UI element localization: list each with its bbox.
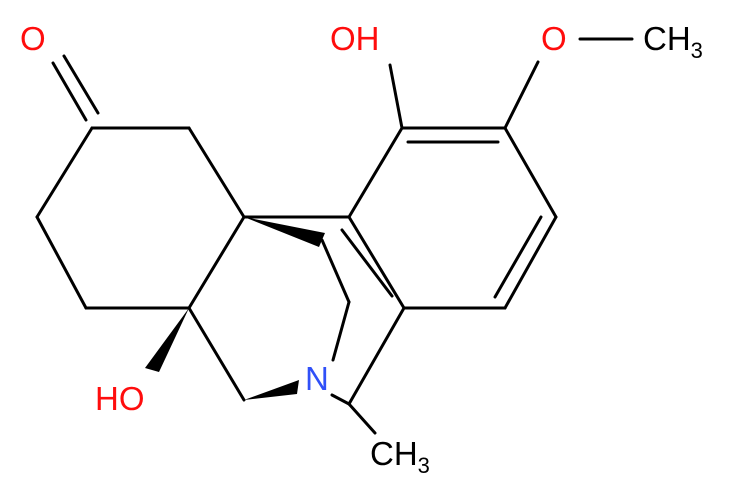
bond-ar4-ar5-inner (493, 215, 543, 299)
bond-ar3-ome (503, 60, 540, 130)
bond-ar3-ar4 (503, 126, 558, 219)
bond-n-c (330, 393, 351, 406)
bond-ar6-ar1-inner (340, 228, 394, 298)
atom-methoxy-carbon: CH3 (643, 20, 703, 63)
bonds (35, 37, 634, 435)
atom-hydroxy-bottom: HO (95, 380, 145, 417)
bond-ar-c (347, 306, 406, 406)
atom-methoxy-ch: CH (643, 20, 691, 57)
atom-nitrogen: N (305, 360, 329, 397)
bond-c6-c1 (35, 126, 94, 219)
bond-c3-c4 (187, 215, 246, 310)
atom-n-methyl: CH3 (370, 435, 430, 478)
bond-c2-c3 (187, 126, 246, 219)
wedge-ch2-n (244, 380, 299, 400)
bond-ketone-double-2 (62, 54, 100, 115)
bond-ar4-ar5 (503, 215, 558, 310)
atom-methoxy-oxygen: O (541, 20, 567, 57)
bond-c5-c6 (35, 215, 88, 310)
atom-hydroxy-top: OH (330, 20, 380, 57)
atom-methoxy-subscript: 3 (691, 38, 703, 63)
wedge-c4-oh (145, 308, 189, 372)
atom-n-methyl-ch: CH (370, 435, 418, 472)
bond-bridge-down (320, 238, 351, 304)
bond-c4-ch2 (187, 306, 246, 402)
atom-n-methyl-subscript: 3 (418, 453, 430, 478)
atom-labels: O OH O CH3 HO N CH3 (20, 20, 703, 478)
bond-ketone-double-1 (51, 61, 88, 122)
wedge-c3-bridge (244, 217, 325, 247)
atom-ketone-oxygen: O (20, 20, 46, 57)
bond-bridge-n (331, 300, 351, 362)
bond-n-methyl (347, 402, 377, 435)
bond-ar1-ar2 (347, 126, 404, 219)
bond-ar2-oh (388, 63, 404, 130)
bond-ar6-ar1 (347, 215, 406, 310)
stereo-wedges (145, 217, 325, 400)
